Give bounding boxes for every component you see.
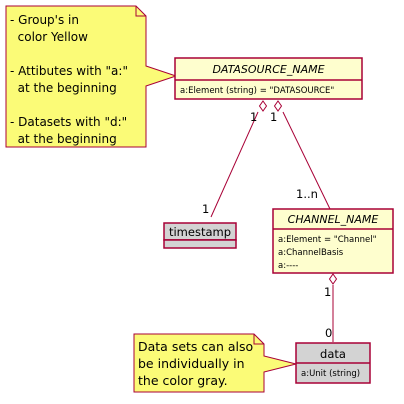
multiplicity-label: 1..n: [296, 187, 318, 201]
class-attribute: a:Element (string) = "DATASOURCE": [180, 86, 334, 96]
class-datasource-box: [174, 57, 363, 100]
class-attribute: a:----: [278, 261, 298, 271]
multiplicity-label: 1: [250, 110, 257, 124]
aggregation-diamond-icon: [258, 100, 268, 112]
aggregation-diamond-icon: [328, 273, 338, 285]
note-line: at the beginning: [10, 132, 117, 146]
class-data-name: data: [320, 347, 346, 361]
class-data[interactable]: data a:Unit (string): [295, 342, 371, 384]
multiplicity-label: 1: [324, 285, 331, 299]
note-gray-datasets: Data sets can also be individually in th…: [133, 333, 297, 393]
note-line: Data sets can also: [138, 339, 253, 354]
note-fold-corner: [135, 6, 146, 17]
association-links: [210, 100, 338, 342]
class-attribute: a:ChannelBasis: [278, 248, 344, 258]
note-line: - Datasets with "d:": [10, 115, 127, 129]
note-line: at the beginning: [10, 81, 117, 95]
note-line: be individually in: [138, 356, 245, 371]
class-channel-box: [272, 208, 394, 274]
class-datasource[interactable]: DATASOURCE_NAME a:Element (string) = "DA…: [174, 57, 363, 100]
note-line: color Yellow: [10, 30, 88, 44]
note-line: the color gray.: [138, 373, 228, 388]
note-line: - Group's in: [10, 13, 79, 27]
link-datasource-channel: [282, 111, 331, 210]
class-channel-name: CHANNEL_NAME: [288, 213, 379, 226]
class-attribute: a:Element = "Channel": [278, 235, 377, 245]
aggregation-diamond-icon: [273, 100, 283, 112]
note-groups-legend: - Group's in color Yellow - Attibutes wi…: [5, 5, 178, 148]
multiplicity-label: 1: [202, 202, 209, 216]
multiplicity-label: 0: [325, 326, 332, 340]
link-datasource-timestamp: [210, 111, 259, 218]
note-fold-corner: [253, 334, 264, 345]
class-timestamp-name: timestamp: [169, 225, 231, 239]
class-empty-section: [163, 239, 237, 249]
class-datasource-name: DATASOURCE_NAME: [212, 63, 324, 76]
note-line: - Attibutes with "a:": [10, 64, 128, 78]
multiplicity-label: 1: [270, 110, 277, 124]
class-channel[interactable]: CHANNEL_NAME a:Element = "Channel" a:Cha…: [272, 208, 394, 274]
class-attribute: a:Unit (string): [301, 369, 360, 379]
class-timestamp[interactable]: timestamp: [163, 222, 237, 249]
